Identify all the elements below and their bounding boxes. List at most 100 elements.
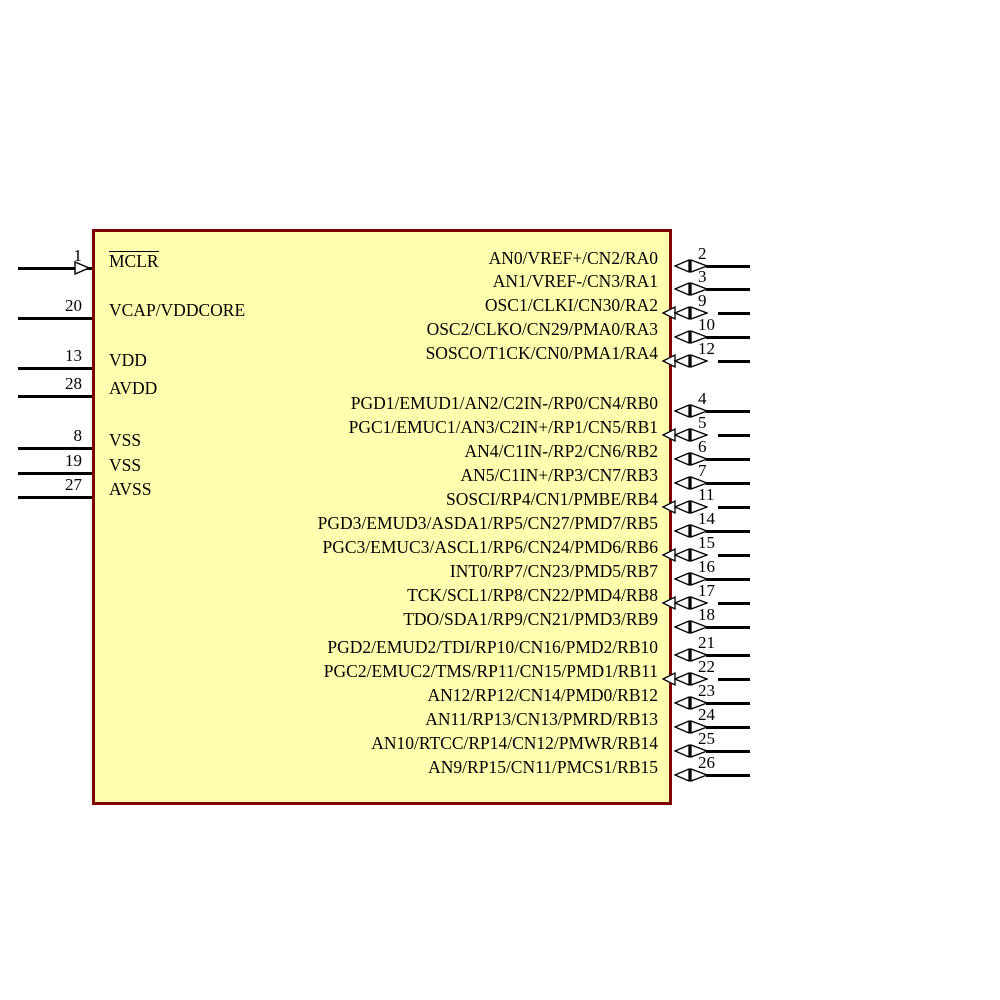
bidirectional-pin-icon: [661, 671, 709, 687]
pin-label: PGC1/EMUC1/AN3/C2IN+/RP1/CN5/RB1: [348, 417, 658, 437]
pin-wire: [18, 395, 92, 398]
bidirectional-pin-icon: [673, 767, 709, 783]
bidirectional-pin-icon: [673, 619, 709, 635]
pin-label: TCK/SCL1/RP8/CN22/PMD4/RB8: [407, 585, 658, 605]
bidirectional-pin-icon: [661, 427, 709, 443]
pin-number: 24: [698, 705, 715, 724]
pin-number: 12: [698, 339, 715, 358]
pin-number: 17: [698, 581, 715, 600]
bidirectional-pin-icon: [673, 647, 709, 663]
pin-label: VSS: [109, 430, 142, 450]
pin-number: 25: [698, 729, 715, 748]
bidirectional-pin-icon: [661, 499, 709, 515]
bidirectional-pin-icon: [673, 475, 709, 491]
pin-label: AN11/RP13/CN13/PMRD/RB13: [425, 709, 658, 729]
bidirectional-pin-icon: [673, 719, 709, 735]
bidirectional-pin-icon: [673, 403, 709, 419]
input-arrow-icon: [74, 260, 91, 276]
pin-wire: [718, 506, 750, 509]
pin-number: 26: [698, 753, 715, 772]
pin-number: 18: [698, 605, 715, 624]
pin-wire: [706, 410, 750, 413]
pin-label: VDD: [109, 350, 147, 370]
pin-wire: [706, 626, 750, 629]
pin-wire: [706, 458, 750, 461]
pin-label: SOSCI/RP4/CN1/PMBE/RB4: [445, 489, 658, 509]
pin-wire: [706, 578, 750, 581]
pin-wire: [706, 726, 750, 729]
pin-wire: [18, 447, 92, 450]
pin-label: INT0/RP7/CN23/PMD5/RB7: [449, 561, 658, 581]
pin-wire: [18, 367, 92, 370]
pin-wire: [706, 654, 750, 657]
pin-wire: [718, 360, 750, 363]
pin-number: 5: [698, 413, 707, 432]
overbar-text: MCLR: [109, 251, 159, 271]
pin-wire: [718, 602, 750, 605]
pin-number: 16: [698, 557, 715, 576]
bidirectional-pin-icon: [673, 329, 709, 345]
pin-wire: [706, 702, 750, 705]
bidirectional-pin-icon: [661, 595, 709, 611]
pin-number: 10: [698, 315, 715, 334]
bidirectional-pin-icon: [673, 523, 709, 539]
bidirectional-pin-icon: [673, 451, 709, 467]
bidirectional-pin-icon: [661, 305, 709, 321]
pin-number: 2: [698, 244, 707, 263]
pin-label: TDO/SDA1/RP9/CN21/PMD3/RB9: [403, 609, 658, 629]
pin-number: 21: [698, 633, 715, 652]
pin-wire: [706, 530, 750, 533]
pin-label: PGD3/EMUD3/ASDA1/RP5/CN27/PMD7/RB5: [317, 513, 658, 533]
pin-number: 9: [698, 291, 707, 310]
bidirectional-pin-icon: [661, 353, 709, 369]
pin-label: AN9/RP15/CN11/PMCS1/RB15: [428, 757, 658, 777]
pin-wire: [718, 678, 750, 681]
bidirectional-pin-icon: [673, 281, 709, 297]
pin-number: 7: [698, 461, 707, 480]
pin-wire: [718, 434, 750, 437]
pin-wire: [706, 336, 750, 339]
pin-number: 13: [65, 346, 82, 365]
pin-label: PGD1/EMUD1/AN2/C2IN-/RP0/CN4/RB0: [350, 393, 658, 413]
bidirectional-pin-icon: [673, 743, 709, 759]
bidirectional-pin-icon: [673, 695, 709, 711]
pin-number: 20: [65, 296, 82, 315]
pin-number: 6: [698, 437, 707, 456]
pin-label: AN0/VREF+/CN2/RA0: [488, 248, 658, 268]
pin-wire: [18, 496, 92, 499]
bidirectional-pin-icon: [661, 547, 709, 563]
pin-number: 15: [698, 533, 715, 552]
pin-label: AN4/C1IN-/RP2/CN6/RB2: [464, 441, 659, 461]
pin-wire: [706, 482, 750, 485]
pin-label: PGD2/EMUD2/TDI/RP10/CN16/PMD2/RB10: [327, 637, 658, 657]
pin-number: 11: [698, 485, 715, 504]
chip-body: [92, 229, 672, 805]
pin-number: 4: [698, 389, 707, 408]
pin-label: AN5/C1IN+/RP3/CN7/RB3: [460, 465, 658, 485]
pin-wire: [706, 265, 750, 268]
pin-wire: [718, 554, 750, 557]
pin-label: AVSS: [109, 479, 152, 499]
pin-wire: [18, 267, 92, 270]
pin-label: AVDD: [109, 378, 158, 398]
pin-label: AN1/VREF-/CN3/RA1: [492, 271, 658, 291]
pin-label: VSS: [109, 455, 142, 475]
pin-wire: [706, 288, 750, 291]
bidirectional-pin-icon: [673, 258, 709, 274]
pin-number: 19: [65, 451, 82, 470]
pin-number: 22: [698, 657, 715, 676]
pin-label: SOSCO/T1CK/CN0/PMA1/RA4: [425, 343, 658, 363]
pin-wire: [706, 774, 750, 777]
pin-number: 14: [698, 509, 715, 528]
pin-number: 27: [65, 475, 82, 494]
pin-label: AN12/RP12/CN14/PMD0/RB12: [427, 685, 658, 705]
pin-label: OSC1/CLKI/CN30/RA2: [484, 295, 658, 315]
pin-wire: [706, 750, 750, 753]
pin-wire: [18, 317, 92, 320]
pin-number: 3: [698, 267, 707, 286]
pin-label: OSC2/CLKO/CN29/PMA0/RA3: [426, 319, 658, 339]
pin-label: MCLR: [109, 251, 159, 271]
